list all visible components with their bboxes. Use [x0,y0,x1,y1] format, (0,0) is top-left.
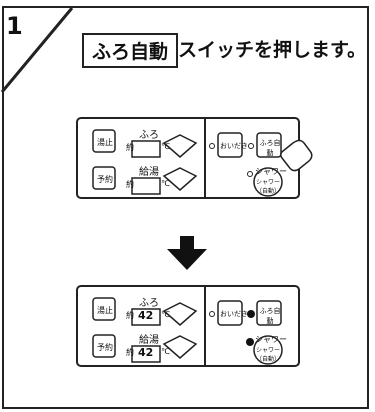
approx-label: 約 [126,143,134,152]
shower-button [253,167,283,197]
reheat-button-label: おいだき [220,142,248,150]
celsius-label-after-2: ℃ [161,347,170,356]
bath-label: ふろ [139,130,159,141]
hot-water-rocker [162,167,198,191]
reheat-button [217,132,243,158]
stop-button-label-after: 湯止 [97,306,113,315]
approx-label-after: 約 [126,311,134,320]
bath-auto-button-label-after: ふろ自動 [259,307,281,325]
reheat-button-label-after: おいだき [220,310,248,318]
reservation-button-label: 予約 [97,175,113,184]
bath-temp-value: 42 [138,309,154,322]
hot-water-temp-value: 42 [138,346,154,359]
bath-label-after: ふろ [139,298,159,309]
pointing-hand-icon [279,139,313,172]
bath-temp-display [131,140,161,158]
reservation-button [92,166,116,190]
shower-button-label-after: シャワー（自動） [255,347,280,363]
celsius-label: ℃ [161,142,170,151]
stop-button [92,129,116,153]
bath-auto-indicator-lit [247,310,255,318]
step-number: 1 [6,12,23,40]
approx-label-2: 約 [126,180,134,189]
hot-water-label: 給湯 [139,167,159,178]
hot-water-label-after: 給湯 [139,335,159,346]
hot-water-display [131,177,161,195]
shower-indicator-lit [246,338,254,346]
bath-auto-button-label: ふろ自動 [259,139,281,157]
shower-status-label-after: シャワー [255,335,287,344]
bath-auto-indicator [248,143,254,149]
celsius-label-after: ℃ [161,310,170,319]
reheat-indicator [209,143,215,149]
shower-indicator [247,171,253,177]
button-name-label: ふろ自動 [82,33,179,68]
approx-label-after-2: 約 [126,348,134,357]
celsius-label-2: ℃ [161,179,170,188]
bath-auto-button [256,132,282,158]
bath-temp-rocker [162,134,198,158]
reservation-button-label-after: 予約 [97,343,113,352]
shower-status-label: シャワー [255,167,287,176]
shower-button-label: シャワー（自動） [255,179,280,195]
step-instruction: スイッチを押します。 [178,39,367,61]
down-arrow-icon [180,236,194,250]
stop-button-label: 湯止 [97,138,113,147]
